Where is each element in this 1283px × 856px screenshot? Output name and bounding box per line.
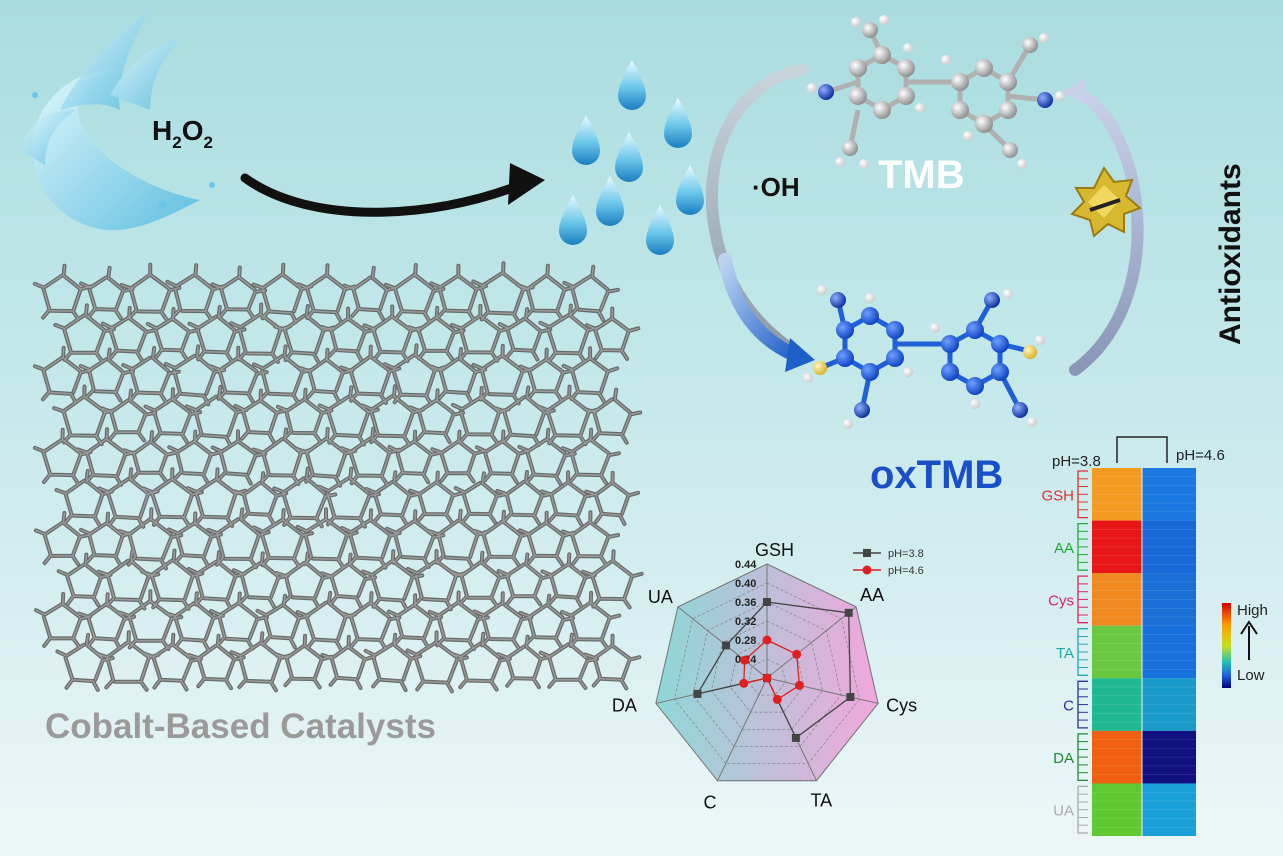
heatmap-cell xyxy=(1142,730,1196,784)
radar-tick-label: 0.40 xyxy=(735,578,756,590)
heatmap-row-label-aa: AA xyxy=(1054,540,1074,557)
radar-point-ph46 xyxy=(772,694,782,704)
radar-tick-label: 0.36 xyxy=(735,597,756,609)
heatmap-cell xyxy=(1092,625,1142,679)
heatmap-cell xyxy=(1092,468,1142,521)
radar-point-ph46 xyxy=(762,673,772,683)
hydroxyl-droplets xyxy=(559,60,704,255)
reduction-arrowhead-icon xyxy=(1062,78,1086,105)
antioxidants-label: Antioxidants xyxy=(1214,163,1247,345)
hydroxyl-radical-label: ·OH xyxy=(752,172,800,202)
heatmap-cell xyxy=(1092,573,1142,626)
radar-axis-label-aa: AA xyxy=(860,585,884,605)
heatmap-cell xyxy=(1092,678,1142,731)
scale-high-label: High xyxy=(1237,602,1268,619)
radar-point-ph38 xyxy=(844,608,853,617)
tmb-label: TMB xyxy=(878,153,965,197)
reaction-arrow xyxy=(240,173,525,217)
radar-series-line-0 xyxy=(696,601,852,739)
heatmap-cell xyxy=(1142,468,1196,521)
radar-grid-ring xyxy=(748,658,786,696)
oxidation-arc xyxy=(705,64,808,361)
radar-outer-ring xyxy=(655,563,879,782)
up-arrow-icon xyxy=(1240,620,1258,635)
framework-caption: Cobalt-Based Catalysts xyxy=(45,707,436,746)
heatmap-cell xyxy=(1092,783,1142,836)
radar-point-ph46 xyxy=(792,649,802,659)
antioxidant-particle-icon xyxy=(1070,166,1142,238)
tmb-molecule xyxy=(807,15,1065,169)
radar-grid-ring xyxy=(729,639,805,713)
heatmap-col-ph46: pH=4.6 xyxy=(1176,447,1225,464)
oxidation-arrowhead-icon xyxy=(785,338,815,372)
heatmap-cell xyxy=(1142,678,1196,731)
radar-spoke xyxy=(766,677,879,704)
h2o2-label: H2O2 xyxy=(152,115,213,152)
radar-grid-ring xyxy=(710,620,824,730)
droplet-icon xyxy=(572,115,600,165)
reaction-arrowhead-icon xyxy=(508,163,545,205)
radar-tick-label: 0.28 xyxy=(735,635,756,647)
color-scale-bar xyxy=(1222,603,1231,688)
droplet-icon xyxy=(615,132,643,182)
radar-grid-ring xyxy=(692,601,842,747)
radar-point-ph38 xyxy=(846,693,855,701)
cobalt-framework-structure xyxy=(32,261,644,694)
legend-ph46: pH=4.6 xyxy=(888,565,924,577)
droplet-icon xyxy=(676,165,704,215)
heatmap-row-label-da: DA xyxy=(1053,750,1074,767)
radar-tick-label: 0.44 xyxy=(735,559,757,571)
radar-point-ph46 xyxy=(740,655,750,665)
radar-axis-label-cys: Cys xyxy=(886,695,917,715)
radar-grid-ring xyxy=(673,582,861,764)
droplet-icon xyxy=(596,176,624,226)
droplet-icon xyxy=(664,98,692,148)
radar-spoke xyxy=(766,606,857,679)
heatmap-row-label-c: C xyxy=(1063,698,1074,715)
radar-point-ph46 xyxy=(794,680,804,690)
radar-point-ph38 xyxy=(693,689,702,698)
radar-point-ph46 xyxy=(739,678,749,688)
heatmap-cell xyxy=(1142,520,1196,574)
radar-point-ph46 xyxy=(762,635,772,645)
heatmap-row-label-ta: TA xyxy=(1056,645,1074,662)
heatmap-cell xyxy=(1142,573,1196,626)
water-splash-icon xyxy=(20,10,215,231)
radar-axis-label-c: C xyxy=(704,793,717,813)
radar-tick-label: 0.32 xyxy=(735,616,756,628)
heatmap-cell xyxy=(1142,625,1196,679)
droplet-icon xyxy=(559,195,587,245)
heatmap-row-label-ua: UA xyxy=(1053,803,1074,820)
oxidation-arc-blue xyxy=(718,253,802,362)
scale-low-label: Low xyxy=(1237,667,1265,684)
heatmap-cell xyxy=(1092,520,1142,574)
radar-axis-label-ua: UA xyxy=(648,587,673,607)
radar-point-ph38 xyxy=(722,641,731,650)
radar-axis-label-gsh: GSH xyxy=(755,540,794,560)
radar-spoke xyxy=(717,677,768,781)
heatmap-col-ph38: pH=3.8 xyxy=(1052,453,1101,470)
reduction-arc xyxy=(1069,86,1144,376)
heatmap-color-scale: High Low xyxy=(1222,602,1268,688)
radar-point-ph38 xyxy=(791,733,800,742)
oxtmb-molecule xyxy=(803,285,1045,429)
heatmap-cell xyxy=(1092,730,1142,784)
radar-axis-label-ta: TA xyxy=(811,791,833,811)
radar-point-ph38 xyxy=(763,598,771,606)
heatmap-cell xyxy=(1142,783,1196,836)
oxtmb-label: oxTMB xyxy=(870,453,1003,497)
radar-axis-label-da: DA xyxy=(612,695,637,715)
heatmap-row-label-gsh: GSH xyxy=(1041,487,1074,504)
heatmap-row-label-cys: Cys xyxy=(1048,592,1074,609)
legend-ph38: pH=3.8 xyxy=(888,548,924,560)
droplet-icon xyxy=(618,60,646,110)
radar-legend: pH=3.8 pH=4.6 xyxy=(853,548,924,577)
droplet-icon xyxy=(646,205,674,255)
